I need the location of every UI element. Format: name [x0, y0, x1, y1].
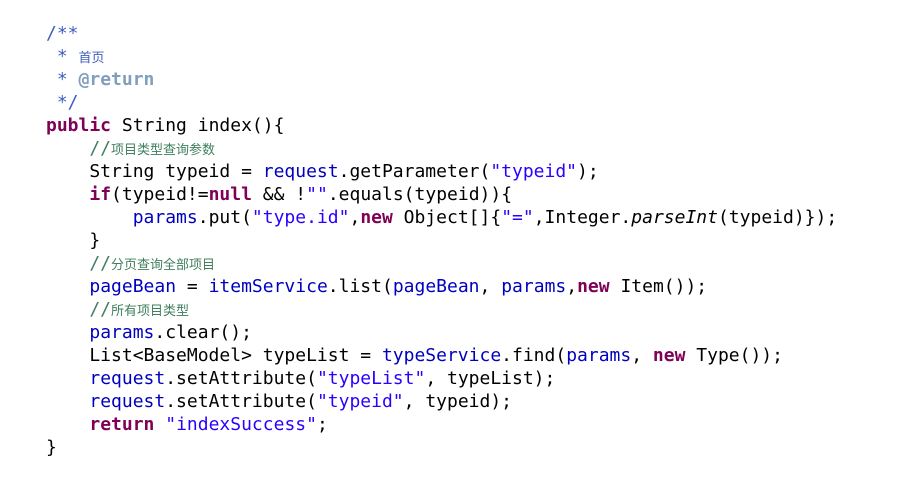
code-line: /**	[46, 22, 897, 45]
code-token: params	[501, 276, 567, 297]
code-token: new	[652, 345, 686, 366]
code-token: itemService	[208, 276, 328, 297]
code-token: typeService	[381, 345, 502, 366]
code-token: pageBean	[89, 276, 177, 297]
code-token: (typeid!=	[111, 184, 209, 205]
code-token	[46, 207, 133, 228]
code-token: .setAttribute(	[165, 391, 317, 412]
code-token: , typeid);	[403, 391, 513, 412]
code-line: request.setAttribute("typeList", typeLis…	[46, 367, 897, 390]
code-token: ,	[479, 276, 502, 297]
code-token: params	[89, 322, 155, 343]
code-token: params	[566, 345, 632, 366]
code-token: .clear();	[154, 322, 252, 343]
code-token: .find(	[501, 345, 567, 366]
code-token: //	[46, 138, 112, 159]
code-token	[46, 368, 89, 389]
code-line: List<BaseModel> typeList = typeService.f…	[46, 344, 897, 367]
code-token: public	[46, 115, 112, 136]
code-token: ,	[631, 345, 653, 366]
code-line: params.clear();	[46, 321, 897, 344]
code-token: Object[]{	[392, 207, 502, 228]
code-token: *	[46, 46, 79, 67]
code-token: String typeid =	[46, 161, 263, 182]
code-token: .setAttribute(	[165, 368, 317, 389]
code-token: 分页查询全部项目	[111, 258, 216, 273]
code-token: //	[46, 299, 112, 320]
code-token: ,Integer.	[533, 207, 632, 228]
code-line: */	[46, 91, 897, 114]
code-token: 所有项目类型	[111, 304, 190, 319]
code-token: request	[89, 391, 166, 412]
code-token: Type());	[685, 345, 783, 366]
code-line: return "indexSuccess";	[46, 413, 897, 436]
code-token: *	[46, 69, 79, 90]
code-token: 项目类型查询参数	[111, 143, 216, 158]
code-token: parseInt	[631, 207, 718, 228]
code-token: null	[208, 184, 252, 205]
code-token: if	[89, 184, 112, 205]
code-token: .getParameter(	[338, 161, 491, 182]
code-token	[46, 322, 89, 343]
code-token: "="	[501, 207, 534, 228]
code-token: , typeList);	[425, 368, 556, 389]
code-token: (typeid)});	[717, 207, 838, 228]
code-line: params.put("type.id",new Object[]{"=",In…	[46, 206, 897, 229]
code-line: //所有项目类型	[46, 298, 897, 321]
code-token: ,	[566, 276, 578, 297]
code-line: //项目类型查询参数	[46, 137, 897, 160]
code-line: * 首页	[46, 45, 897, 68]
code-line: if(typeid!=null && !"".equals(typeid)){	[46, 183, 897, 206]
code-line: * @return	[46, 68, 897, 91]
code-token: "typeid"	[316, 391, 404, 412]
code-token	[46, 391, 89, 412]
code-line: pageBean = itemService.list(pageBean, pa…	[46, 275, 897, 298]
code-token	[154, 414, 165, 435]
code-token: );	[577, 161, 599, 182]
code-token: pageBean	[392, 276, 480, 297]
code-token	[46, 414, 89, 435]
code-line: public String index(){	[46, 114, 897, 137]
code-token: "typeList"	[316, 368, 426, 389]
code-token: params	[132, 207, 198, 228]
code-token: request	[262, 161, 339, 182]
code-token: .list(	[327, 276, 393, 297]
code-line: }	[46, 436, 897, 459]
code-token: */	[46, 92, 79, 113]
code-token	[46, 276, 89, 297]
code-token: .equals(typeid)){	[327, 184, 513, 205]
code-token	[46, 184, 89, 205]
code-line: }	[46, 229, 897, 252]
code-token: "indexSuccess"	[165, 414, 317, 435]
code-line: String typeid = request.getParameter("ty…	[46, 160, 897, 183]
code-token: List<BaseModel> typeList =	[46, 345, 382, 366]
code-token: /**	[46, 23, 79, 44]
code-token: request	[89, 368, 166, 389]
code-token: =	[176, 276, 209, 297]
code-token: "type.id"	[251, 207, 350, 228]
code-line: //分页查询全部项目	[46, 252, 897, 275]
code-token: ,	[349, 207, 361, 228]
code-token: 首页	[78, 51, 105, 66]
code-token: return	[89, 414, 155, 435]
code-token: ""	[306, 184, 328, 205]
code-token: "typeid"	[490, 161, 578, 182]
code-token: }	[46, 437, 57, 458]
code-token: //	[46, 253, 112, 274]
code-token: @return	[78, 69, 155, 90]
code-token: .put(	[197, 207, 252, 228]
code-token: new	[577, 276, 610, 297]
code-token: }	[46, 230, 101, 251]
code-token: && !	[251, 184, 307, 205]
code-token: Item());	[609, 276, 708, 297]
code-token: new	[360, 207, 393, 228]
code-token: String index(){	[111, 115, 285, 136]
code-line: request.setAttribute("typeid", typeid);	[46, 390, 897, 413]
code-token: ;	[316, 414, 328, 435]
